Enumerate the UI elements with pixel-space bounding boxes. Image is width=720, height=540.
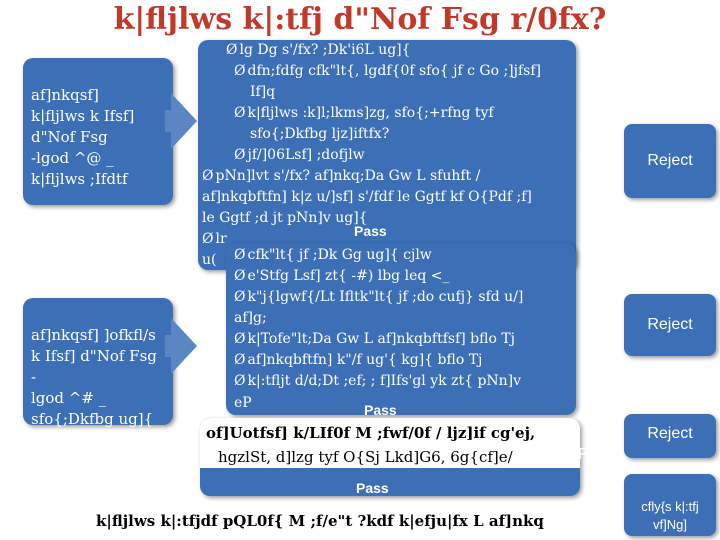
criteria-line-9: le Ggtf ;d jt pNn]v ug]{ xyxy=(202,210,368,226)
reject-box-2: Reject xyxy=(624,294,716,356)
arrow-1-shaft xyxy=(165,110,173,132)
criteria-line-8: af]nkqbftfn] k|z u/]sf] s'/fdf le Ggtf k… xyxy=(202,189,532,205)
qualification-line-2: hgzlSt, d]lzg tyf O{Sj Lkd]G6, 6g{cf]e/ xyxy=(218,448,513,466)
business-criteria-box: cfk"lt{ jf ;Dk Gg ug]{ cjlw e'Stfg Lsf] … xyxy=(226,243,576,415)
business-line-7: k|:tfljt d/d;Dt ;ef; ; f]Ifs'gl yk zt{ p… xyxy=(234,371,570,392)
criteria-line-5: sfo{;Dkfbg ljz]iftfx? xyxy=(250,126,390,142)
financial-proposal-label: cfly{s k|:tfj vf]Ng] xyxy=(641,499,699,532)
fail-label-1: Fail xyxy=(580,146,606,163)
financial-proposal-box: cfly{s k|:tfj vf]Ng] xyxy=(624,474,716,536)
arrow-1-head xyxy=(171,93,197,149)
arrow-2-head xyxy=(171,318,197,374)
business-line-8: eP xyxy=(234,395,252,411)
fail-label-2: Fail xyxy=(582,312,608,329)
qualification-line-1: of]Uotfsf] k/LIf0f M ;fwf/0f / ljz]if cg… xyxy=(206,424,536,442)
reject-label-2: Reject xyxy=(647,316,693,333)
business-line-2: e'Stfg Lsf] zt{ -#) lbg leq <_ xyxy=(234,266,449,287)
criteria-line-1: lg Dg s'/fx? ;Dk'i6L ug]{ xyxy=(226,40,410,61)
left-box-business-text: af]nkqsf] ]ofkfl/s k Ifsf] d"Nof Fsg - l… xyxy=(31,326,157,449)
business-line-3: k"j{lgwf{/Lt Ifltk"lt{ jf ;do cufj} sfd … xyxy=(234,287,523,308)
left-box-technical: af]nkqsf] k|fljlws k Ifsf] d"Nof Fsg -lg… xyxy=(23,58,173,205)
pass-label-2: Pass xyxy=(364,402,397,418)
business-line-6: af]nkqbftfn] k"/f ug'{ kg]{ bflo Tj xyxy=(234,350,482,371)
criteria-line-3: If]q xyxy=(250,84,276,100)
reject-box-3: Reject xyxy=(624,414,716,458)
technical-criteria-box: lg Dg s'/fx? ;Dk'i6L ug]{ dfn;fdfg cfk"l… xyxy=(198,40,576,270)
fail-label-3: Fail xyxy=(578,446,604,463)
left-box-technical-text: af]nkqsf] k|fljlws k Ifsf] d"Nof Fsg -lg… xyxy=(31,86,135,188)
criteria-line-2: dfn;fdfg cfk"lt{, lgdf{0f sfo{ jf c Go ;… xyxy=(234,61,541,82)
criteria-line-4: k|fljlws :k]l;lkms]zg, sfo{;+rfng tyf xyxy=(234,103,493,124)
criteria-line-6: jf/]06Lsf] ;dofjlw xyxy=(234,145,364,166)
reject-box-1: Reject xyxy=(624,124,716,198)
pass-label-3: Pass xyxy=(356,480,389,496)
criteria-line-10: lr xyxy=(202,229,226,250)
criteria-line-11: u( xyxy=(202,252,217,268)
reject-label-1: Reject xyxy=(647,152,693,169)
left-box-business: af]nkqsf] ]ofkfl/s k Ifsf] d"Nof Fsg - l… xyxy=(23,298,173,449)
criteria-line-7: pNn]lvt s'/fx? af]nkq;Da Gw L sfuhft / xyxy=(202,166,480,187)
technical-pass-text: k|fljlws k|:tfjdf pQL0f{ M ;f/e"t ?kdf k… xyxy=(96,512,544,530)
business-line-4: af]g; xyxy=(234,310,267,326)
business-line-1: cfk"lt{ jf ;Dk Gg ug]{ cjlw xyxy=(234,245,431,266)
qualification-box: of]Uotfsf] k/LIf0f M ;fwf/0f / ljz]if cg… xyxy=(200,418,580,496)
arrow-2-shaft xyxy=(165,335,173,357)
business-line-5: k|Tofe"lt;Da Gw L af]nkqbftfsf] bflo Tj xyxy=(234,329,515,350)
pass-label-1: Pass xyxy=(354,223,387,239)
reject-label-3: Reject xyxy=(647,425,693,442)
page-title: k|fljlws k|:tfj d"Nof Fsg r/0fx? xyxy=(113,2,607,37)
